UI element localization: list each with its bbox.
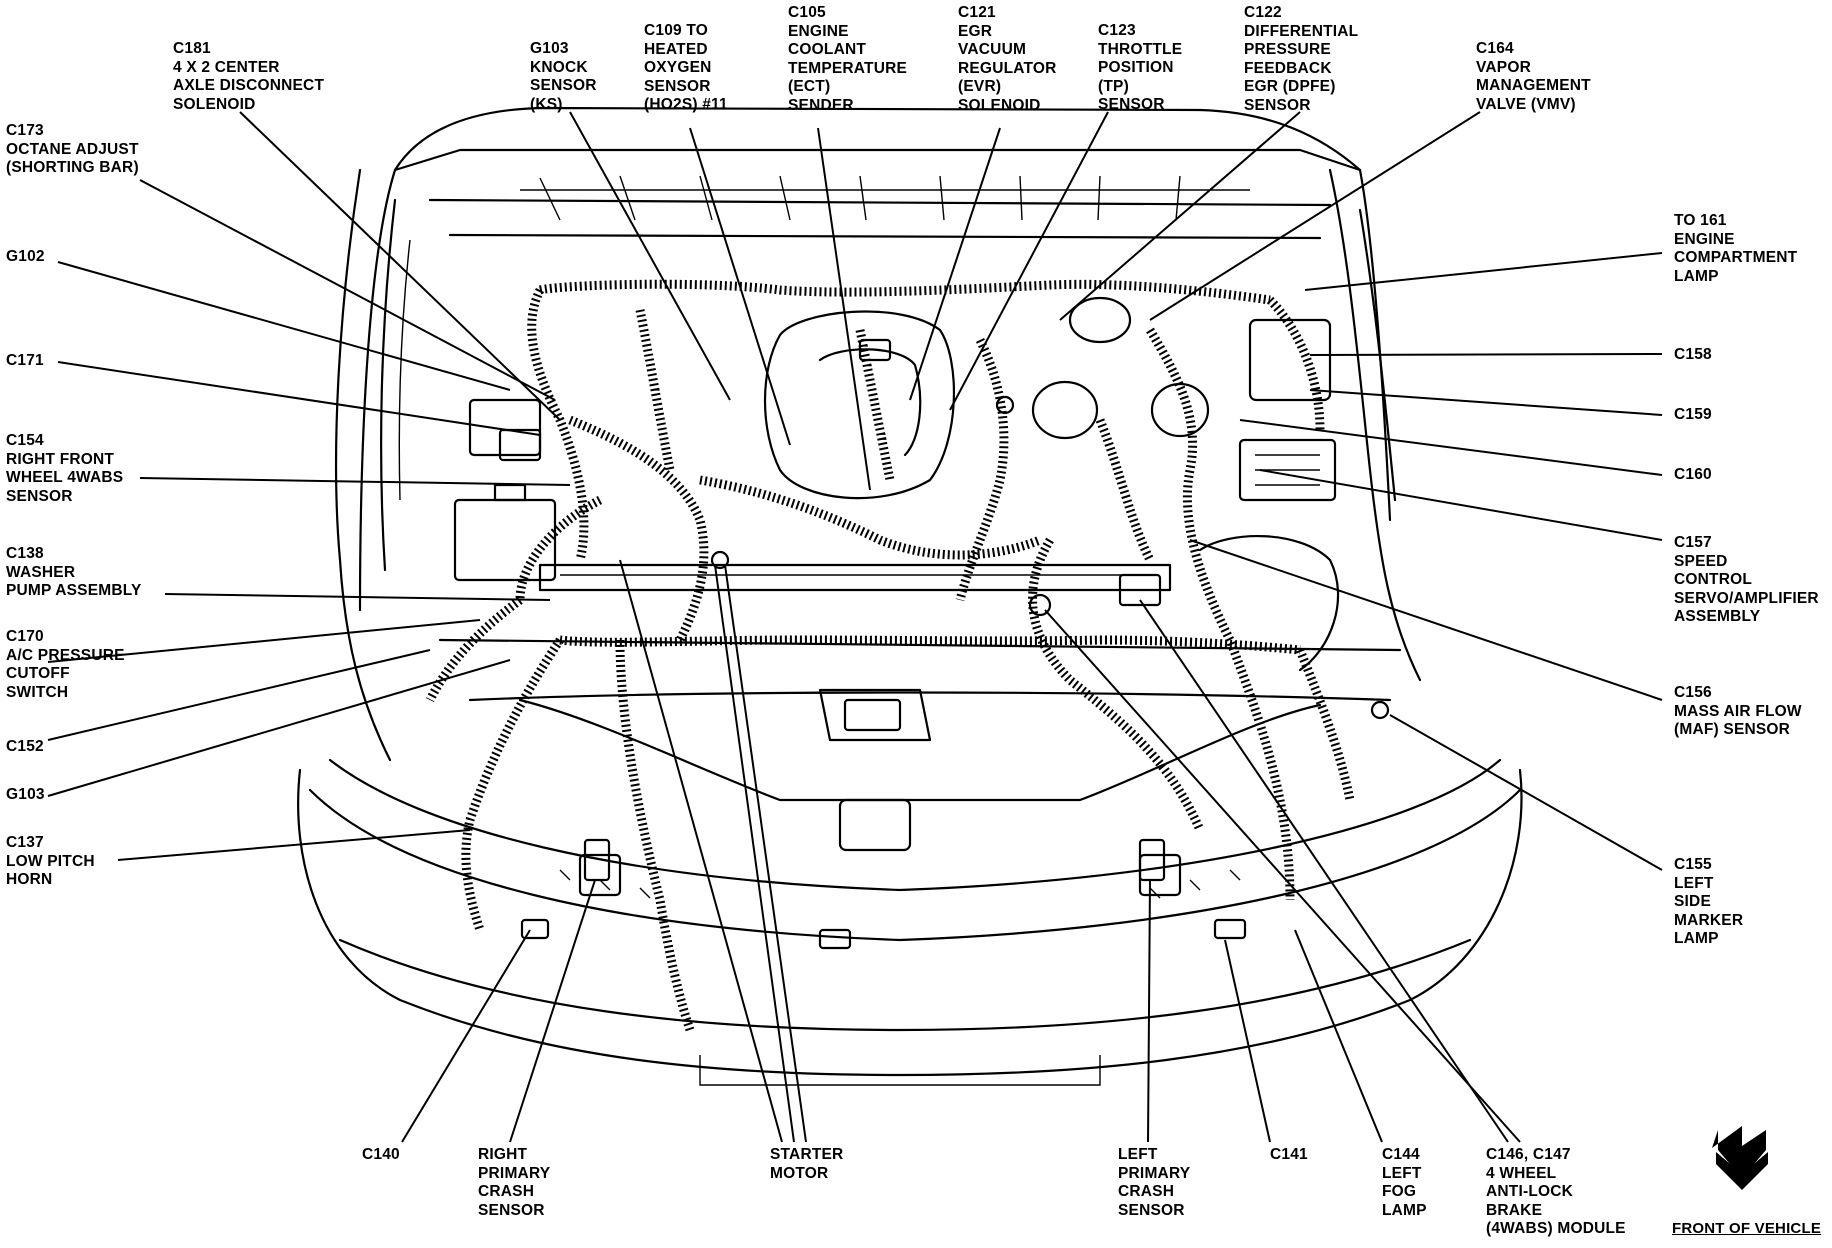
label-g103-left: G103 [6,786,45,803]
connector-markers [520,395,1390,950]
label-c173: C173 OCTANE ADJUST (SHORTING BAR) [6,122,139,176]
label-c157: C157 SPEED CONTROL SERVO/AMPLIFIER ASSEM… [1674,534,1819,625]
label-c155: C155 LEFT SIDE MARKER LAMP [1674,856,1744,947]
label-c141: C141 [1270,1146,1308,1163]
label-left-primary-crash-sensor: LEFT PRIMARY CRASH SENSOR [1118,1146,1191,1219]
front-of-vehicle-label: FRONT OF VEHICLE [1672,1220,1822,1237]
label-c144: C144 LEFT FOG LAMP [1382,1146,1427,1219]
label-c159: C159 [1674,406,1712,423]
label-c122: C122 DIFFERENTIAL PRESSURE FEEDBACK EGR … [1244,4,1359,114]
label-c152: C152 [6,738,44,755]
down-chevron-arrow-icon [1712,1126,1768,1190]
label-c109: C109 TO HEATED OXYGEN SENSOR (HO2S) #11 [644,22,728,113]
label-c158: C158 [1674,346,1712,363]
label-c164: C164 VAPOR MANAGEMENT VALVE (VMV) [1476,40,1591,113]
wiring-harnesses [425,279,1355,1032]
leader-lines [47,111,1663,1143]
label-c123: C123 THROTTLE POSITION (TP) SENSOR [1098,22,1183,113]
label-right-primary-crash-sensor: RIGHT PRIMARY CRASH SENSOR [478,1146,551,1219]
label-to161: TO 161 ENGINE COMPARTMENT LAMP [1674,212,1798,285]
label-c138: C138 WASHER PUMP ASSEMBLY [6,545,142,599]
label-c170: C170 A/C PRESSURE CUTOFF SWITCH [6,628,125,701]
engine-components [453,296,1340,742]
label-g103-knock-sensor: G103 KNOCK SENSOR (KS) [530,40,597,113]
label-c154: C154 RIGHT FRONT WHEEL 4WABS SENSOR [6,432,124,505]
label-g102: G102 [6,248,45,265]
label-c121: C121 EGR VACUUM REGULATOR (EVR) SOLENOID [958,4,1057,114]
label-c181: C181 4 X 2 CENTER AXLE DISCONNECT SOLENO… [173,40,325,113]
label-c137: C137 LOW PITCH HORN [6,834,95,888]
label-c105: C105 ENGINE COOLANT TEMPERATURE (ECT) SE… [788,4,908,114]
label-c140: C140 [362,1146,400,1163]
label-c156: C156 MASS AIR FLOW (MAF) SENSOR [1674,684,1802,738]
label-c146-c147: C146, C147 4 WHEEL ANTI-LOCK BRAKE (4WAB… [1486,1146,1626,1237]
label-c171: C171 [6,352,44,369]
label-starter-motor: STARTER MOTOR [770,1146,844,1182]
label-c160: C160 [1674,466,1712,483]
